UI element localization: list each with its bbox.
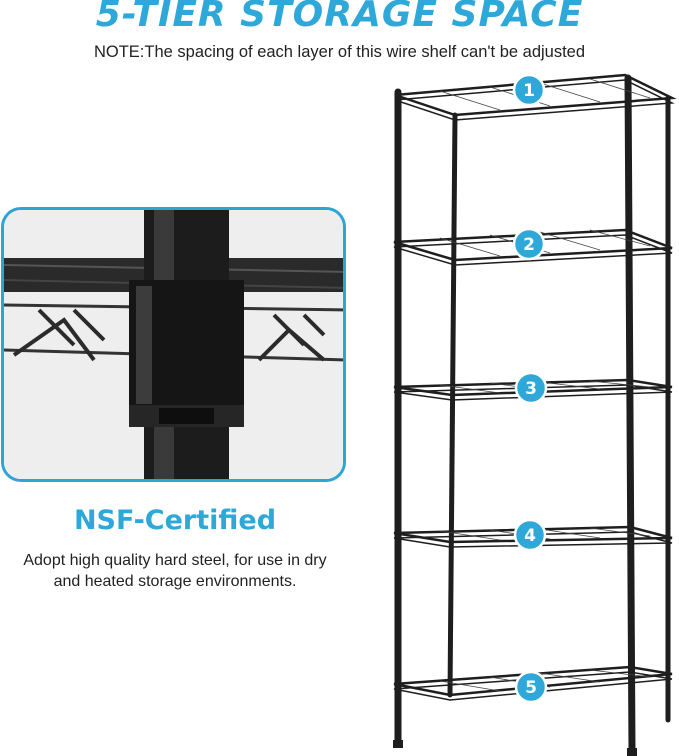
post-sleeve-illustration bbox=[4, 210, 343, 479]
shelf-tier-1 bbox=[394, 73, 677, 121]
tier-badge-3: 3 bbox=[514, 371, 548, 405]
nsf-certified-heading: NSF-Certified bbox=[73, 505, 277, 536]
tier-badge-2: 2 bbox=[512, 227, 546, 261]
tier-badge-label: 2 bbox=[523, 235, 535, 255]
tier-badge-label: 4 bbox=[524, 526, 536, 546]
post-detail-zoom bbox=[1, 207, 346, 482]
tier-badge-label: 5 bbox=[525, 678, 537, 698]
tier-badge-label: 1 bbox=[523, 81, 535, 101]
tier-badge-5: 5 bbox=[514, 670, 548, 704]
tier-badge-4: 4 bbox=[513, 518, 547, 552]
steel-description: Adopt high quality hard steel, for use i… bbox=[23, 552, 327, 590]
tier-badge-label: 3 bbox=[525, 379, 537, 399]
wire-shelf-illustration: 1 2 3 4 5 bbox=[393, 73, 677, 756]
adjustment-note: NOTE:The spacing of each layer of this w… bbox=[93, 43, 586, 61]
shelf-tier-4 bbox=[393, 525, 673, 548]
tier-badge-1: 1 bbox=[512, 73, 546, 107]
shelf-tier-3 bbox=[393, 378, 673, 401]
page-title: 5-TIER STORAGE SPACE bbox=[95, 0, 584, 35]
shelf-tier-5 bbox=[393, 665, 673, 701]
